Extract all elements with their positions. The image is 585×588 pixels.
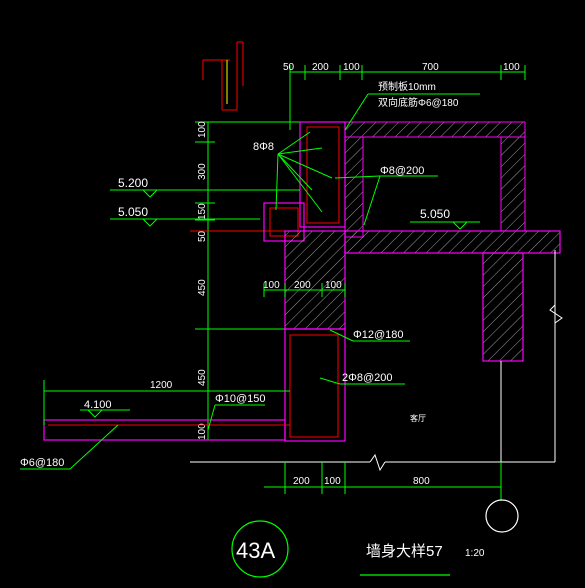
upper-wall — [299, 121, 526, 238]
elevation-5050-right: 5.050 — [410, 207, 480, 230]
drawing-title: 墙身大样57 1:20 — [360, 543, 485, 576]
bottom-dim-label: 800 — [413, 476, 430, 487]
top-dim-label: 100 — [503, 62, 520, 73]
left-dim-label: 100 — [197, 121, 208, 138]
rebar-label: Φ8@200 — [380, 165, 424, 177]
rebar-label: Φ10@150 — [215, 393, 266, 405]
scale-text: 1:20 — [465, 548, 485, 559]
bottom-dim-label: 100 — [324, 476, 341, 487]
middle-dimensions: 100 200 100 — [263, 280, 346, 297]
left-dim-label: 450 — [197, 369, 208, 386]
mid-dim-label: 100 — [325, 280, 342, 291]
rebar-label: Φ12@180 — [353, 329, 404, 341]
room-label: 客厅 — [410, 413, 426, 423]
upper-wall-fragment — [202, 41, 244, 111]
left-dim-label: 450 — [197, 279, 208, 296]
slab-dim-label: 1200 — [150, 380, 173, 391]
rebar-label: 2Φ8@200 — [342, 372, 393, 384]
balcony-slab: 1200 — [43, 380, 290, 441]
elevation-label: 5.050 — [118, 205, 148, 219]
detail-symbol: 43A — [231, 520, 289, 578]
rebar-note: 双向底筋Φ6@180 — [378, 96, 459, 109]
lower-wall — [284, 328, 346, 442]
grid-axis-bubble — [485, 499, 519, 533]
ledge — [263, 202, 305, 242]
top-dim-label: 50 — [283, 62, 295, 73]
elevation-4100: 4.100 — [80, 399, 130, 418]
detail-number: 43A — [236, 538, 275, 563]
top-dim-label: 700 — [422, 62, 439, 73]
mid-dim-label: 100 — [263, 280, 280, 291]
ledge-rebar — [269, 207, 299, 237]
rebar-label: 8Φ8 — [253, 141, 274, 153]
elevation-5050-left: 5.050 — [110, 205, 260, 227]
elevation-5200: 5.200 — [110, 176, 300, 198]
break-lines — [190, 250, 563, 472]
elevation-label: 5.050 — [420, 207, 450, 221]
rebar-note: 预制板10mm — [378, 80, 436, 93]
bottom-dimensions: 200 100 800 — [264, 462, 502, 500]
floor-slab — [284, 230, 561, 362]
top-dimensions: 50 200 100 700 100 — [283, 62, 526, 130]
top-dim-label: 200 — [312, 62, 329, 73]
left-dim-label: 100 — [197, 423, 208, 440]
mid-dim-label: 200 — [294, 280, 311, 291]
left-dim-label: 150 — [197, 203, 208, 220]
title-text: 墙身大样57 — [366, 543, 443, 560]
rebar-annotations: 预制板10mm 双向底筋Φ6@180 8Φ8 Φ8@200 Φ12@180 2Φ… — [20, 80, 480, 470]
elevation-label: 4.100 — [84, 399, 112, 411]
rebar-label: Φ6@180 — [20, 457, 64, 469]
bottom-dim-label: 200 — [293, 476, 310, 487]
left-dim-label: 50 — [197, 230, 208, 242]
left-dim-label: 300 — [197, 163, 208, 180]
elevation-label: 5.200 — [118, 176, 148, 190]
top-dim-label: 100 — [343, 62, 360, 73]
